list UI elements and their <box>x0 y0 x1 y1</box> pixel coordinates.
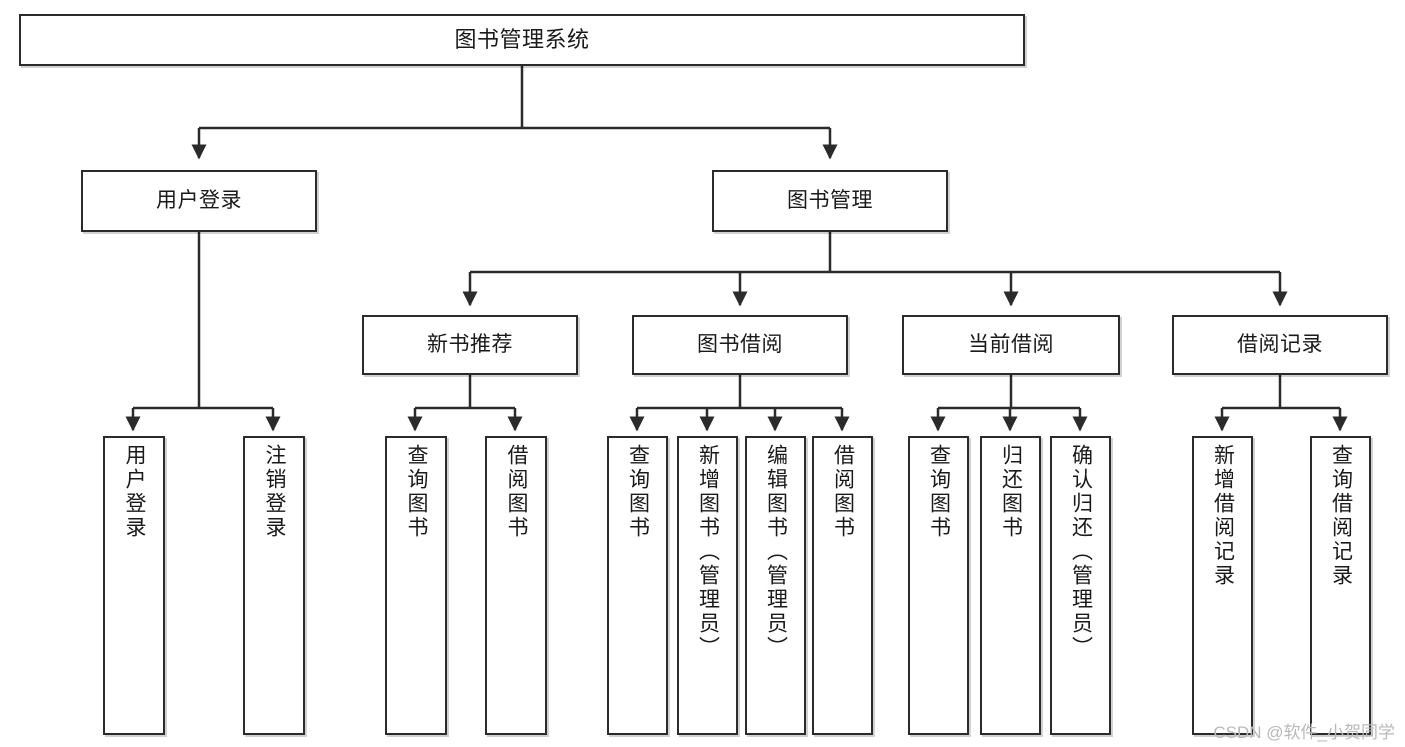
node-label: 用户登录 <box>156 188 242 212</box>
leaf-current-confirm-return[interactable]: 确认归还（管理员） <box>1050 436 1111 735</box>
node-label: 借阅图书 <box>831 444 855 540</box>
node-label: 图书管理系统 <box>454 27 590 53</box>
leaf-record-query[interactable]: 查询借阅记录 <box>1310 436 1371 735</box>
node-book-borrow[interactable]: 图书借阅 <box>632 315 848 375</box>
leaf-borrow-add-book[interactable]: 新增图书（管理员） <box>677 436 738 735</box>
node-label: 新书推荐 <box>427 332 513 356</box>
leaf-borrow-query-book[interactable]: 查询图书 <box>607 436 668 735</box>
node-label: 查询图书 <box>927 444 951 540</box>
node-label: 借阅记录 <box>1237 332 1323 356</box>
node-label: 图书管理 <box>787 188 873 212</box>
node-label: 查询借阅记录 <box>1329 444 1353 588</box>
node-label: 新增借阅记录 <box>1211 444 1235 588</box>
node-label: 编辑图书（管理员） <box>764 444 788 660</box>
leaf-user-login[interactable]: 用户登录 <box>103 436 165 735</box>
node-user-login[interactable]: 用户登录 <box>81 170 317 232</box>
node-label: 用户登录 <box>123 444 147 540</box>
node-label: 查询图书 <box>405 444 429 540</box>
node-label: 查询图书 <box>626 444 650 540</box>
node-label: 确认归还（管理员） <box>1069 444 1093 660</box>
node-borrow-record[interactable]: 借阅记录 <box>1172 315 1388 375</box>
node-label: 新增图书（管理员） <box>696 444 720 660</box>
node-book-management[interactable]: 图书管理 <box>712 170 948 232</box>
leaf-recommend-borrow-book[interactable]: 借阅图书 <box>485 436 547 735</box>
node-new-book-recommend[interactable]: 新书推荐 <box>362 315 578 375</box>
node-label: 当前借阅 <box>968 332 1054 356</box>
leaf-current-return-book[interactable]: 归还图书 <box>980 436 1041 735</box>
node-label: 借阅图书 <box>505 444 529 540</box>
node-root-system[interactable]: 图书管理系统 <box>19 14 1025 66</box>
node-current-borrow[interactable]: 当前借阅 <box>902 315 1120 375</box>
leaf-borrow-borrow-book[interactable]: 借阅图书 <box>812 436 873 735</box>
leaf-current-query-book[interactable]: 查询图书 <box>908 436 969 735</box>
leaf-recommend-query-book[interactable]: 查询图书 <box>385 436 447 735</box>
leaf-user-logout[interactable]: 注销登录 <box>243 436 305 735</box>
node-label: 归还图书 <box>999 444 1023 540</box>
node-label: 图书借阅 <box>697 332 783 356</box>
leaf-record-add[interactable]: 新增借阅记录 <box>1192 436 1253 735</box>
leaf-borrow-edit-book[interactable]: 编辑图书（管理员） <box>745 436 806 735</box>
node-label: 注销登录 <box>263 444 287 540</box>
